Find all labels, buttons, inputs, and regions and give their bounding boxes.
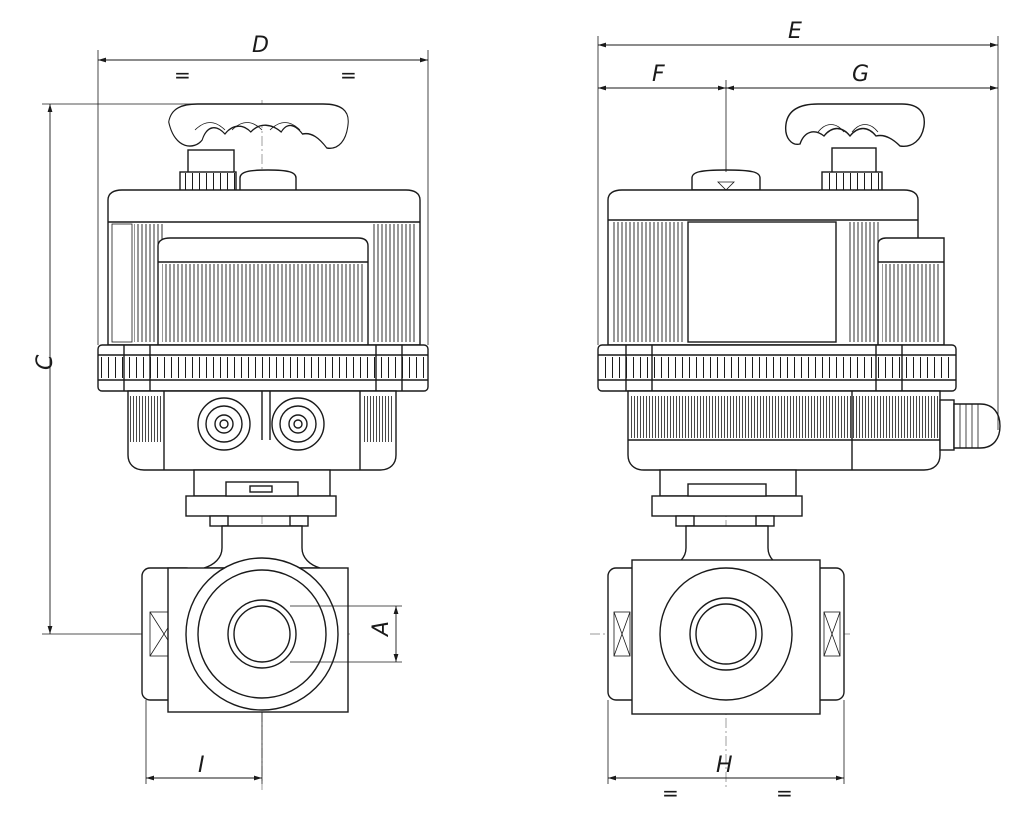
mounting-bracket-front xyxy=(185,469,337,527)
actuator-cover-side xyxy=(607,189,945,346)
equal-mark-h-left: = xyxy=(662,781,679,805)
dimension-label-e: E xyxy=(788,19,802,44)
dimension-label-c: C xyxy=(33,354,58,370)
side-view xyxy=(590,103,1001,790)
actuator-collar-side xyxy=(597,344,957,392)
cable-gland-side xyxy=(939,399,1001,451)
dimension-lines xyxy=(42,36,999,784)
handwheel-shaft-side xyxy=(831,147,877,175)
cable-gland-right xyxy=(271,397,325,451)
dimension-label-g: G xyxy=(852,62,869,87)
handwheel-front xyxy=(168,103,349,149)
actuator-base-side xyxy=(627,390,941,471)
front-view xyxy=(97,100,429,790)
handwheel-side xyxy=(785,103,925,147)
handwheel-shaft xyxy=(187,149,235,175)
dimension-label-d: D xyxy=(252,33,269,58)
dimension-label-h: H xyxy=(716,753,733,778)
valve-body-front xyxy=(141,557,349,713)
actuator-collar-front xyxy=(97,344,429,392)
equal-mark-h-right: = xyxy=(776,781,793,805)
actuator-cover-front xyxy=(107,189,421,346)
mounting-bracket-side xyxy=(651,469,803,527)
valve-body-side xyxy=(607,559,845,715)
position-indicator xyxy=(239,169,297,193)
equal-mark-d-left: = xyxy=(174,63,191,87)
dimension-label-i: I xyxy=(198,753,205,778)
dimension-label-f: F xyxy=(652,62,665,87)
actuator-base-front xyxy=(127,390,397,471)
position-indicator-side xyxy=(691,169,761,191)
cable-gland-left xyxy=(197,397,251,451)
dimension-label-a: A xyxy=(369,621,394,638)
equal-mark-d-right: = xyxy=(340,63,357,87)
